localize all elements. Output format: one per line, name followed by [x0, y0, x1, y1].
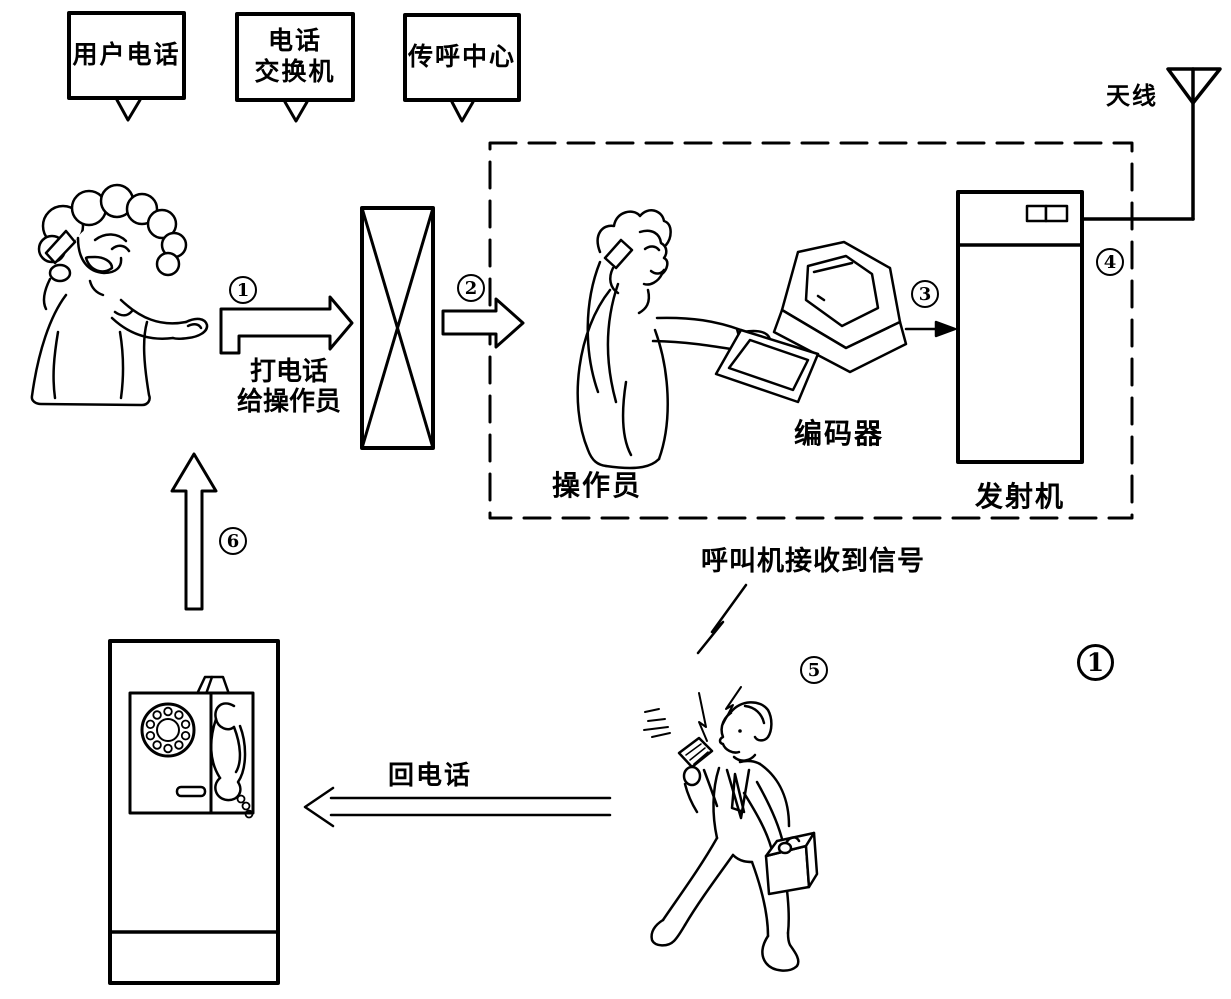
callout-user-phone-box: [67, 11, 186, 122]
lightning-callout: [696, 583, 748, 655]
arrow-step6: [170, 452, 218, 611]
user-phone-text: 用户电话: [72, 41, 181, 69]
exchange-text-line1: 电话: [267, 27, 322, 55]
return-call-arrow: [303, 786, 612, 828]
paging-center-text: 传呼中心: [407, 43, 516, 71]
step-3-badge: 3: [911, 280, 939, 308]
antenna-label: 天线: [1106, 83, 1158, 110]
encoder-label: 编码器: [794, 418, 885, 449]
call-operator-label: 打电话 给操作员: [228, 356, 350, 416]
step-1-number: 1: [236, 279, 250, 301]
paging-center-box-label: 传呼中心: [405, 15, 519, 100]
return-call-label: 回电话: [388, 760, 473, 790]
pager-man-figure: [643, 686, 819, 972]
callout-paging-center-box: [403, 13, 521, 123]
step-5-number: 5: [807, 659, 821, 681]
figure-number: 1: [1086, 648, 1105, 677]
exchange-text-line2: 交换机: [254, 58, 336, 86]
antenna-icon: [1080, 67, 1222, 221]
arrow-step3: [904, 320, 957, 338]
step-6-badge: 6: [219, 527, 247, 555]
user-phone-box-label: 用户电话: [69, 13, 184, 98]
step-3-number: 3: [918, 283, 932, 305]
arrow-step1: [219, 295, 354, 355]
arrow-step2: [441, 297, 525, 349]
step-4-number: 4: [1103, 251, 1117, 273]
operator-woman-figure: [576, 209, 772, 470]
operator-label: 操作员: [552, 470, 643, 501]
callout-exchange-box: [235, 12, 355, 123]
step-1-badge: 1: [229, 276, 257, 304]
pager-received-label: 呼叫机接收到信号: [701, 546, 925, 576]
step-2-number: 2: [464, 277, 478, 299]
step-5-badge: 5: [800, 656, 828, 684]
payphone-figure: [108, 639, 280, 985]
transmitter-label: 发射机: [975, 481, 1066, 512]
step-2-badge: 2: [457, 274, 485, 302]
call-operator-line1: 打电话: [249, 356, 328, 386]
call-operator-line2: 给操作员: [236, 386, 341, 416]
step-4-badge: 4: [1096, 248, 1124, 276]
figure-number-badge: 1: [1077, 644, 1114, 681]
exchange-box-label: 电话 交换机: [237, 14, 353, 100]
caller-woman-figure: [30, 183, 209, 407]
telephone-exchange-symbol: [360, 206, 435, 450]
encoder-terminal-figure: [714, 240, 908, 404]
step-6-number: 6: [226, 530, 240, 552]
transmitter-box: [956, 190, 1084, 464]
